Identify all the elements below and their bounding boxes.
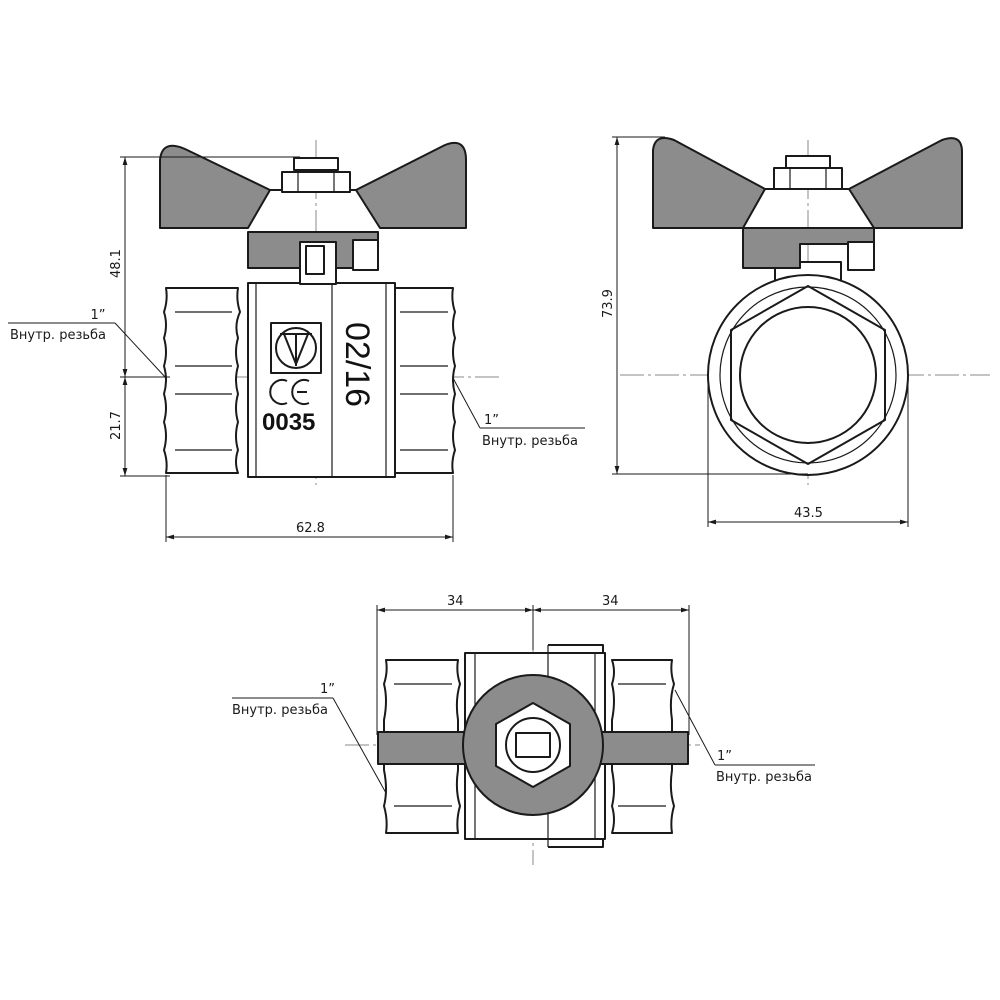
top-thread-callout-right: 1” Внутр. резьба [674,689,815,785]
top-view: 34 34 1” Внутр. резьба 1” Внутр. резьба [232,594,815,865]
dim-height-total: 73.9 [601,136,808,475]
right-end-nut [392,287,456,474]
dim-height-bottom-value: 21.7 [109,411,124,440]
front-view: 0035 02/16 48.1 21.7 62.8 1” Внут [8,140,585,542]
svg-text:1”: 1” [320,682,335,697]
side-stem-bracket [742,227,875,271]
stem-bracket [247,231,379,285]
body-marking: 0035 02/16 [262,322,376,436]
stem-nut [281,157,351,193]
thread-callout-right: 1” Внутр. резьба [452,377,585,449]
butterfly-handle [159,141,467,229]
dim-left-half-value: 34 [447,594,464,609]
dim-length: 62.8 [165,475,454,542]
dim-right-half-value: 34 [602,594,619,609]
svg-text:1”: 1” [717,749,732,764]
dim-height-bottom: 21.7 [109,377,170,477]
dim-top-halves: 34 34 [376,594,690,735]
side-stem-nut [773,155,843,190]
thread-callout-left: 1” Внутр. резьба [8,308,167,379]
left-end-nut [163,287,241,474]
dim-height-top: 48.1 [109,156,300,378]
top-thread-callout-left: 1” Внутр. резьба [232,682,387,794]
side-view: 73.9 43.5 [601,136,990,527]
svg-text:Внутр. резьба: Внутр. резьба [10,328,106,343]
dim-width-value: 43.5 [794,506,823,521]
side-butterfly-handle [652,137,963,229]
svg-text:Внутр. резьба: Внутр. резьба [716,770,812,785]
notified-body-number: 0035 [262,409,315,436]
top-stem-nut [495,702,571,788]
dim-height-total-value: 73.9 [601,289,616,318]
pressure-rating: 02/16 [338,322,376,407]
dim-length-value: 62.8 [296,521,325,536]
svg-text:1”: 1” [484,413,499,428]
dim-height-top-value: 48.1 [109,249,124,278]
svg-text:Внутр. резьба: Внутр. резьба [482,434,578,449]
side-port [707,274,909,476]
valve-logo-icon [270,322,322,374]
ce-mark [269,379,310,405]
dim-width: 43.5 [707,380,909,527]
svg-text:Внутр. резьба: Внутр. резьба [232,703,328,718]
svg-text:1”: 1” [90,308,105,323]
